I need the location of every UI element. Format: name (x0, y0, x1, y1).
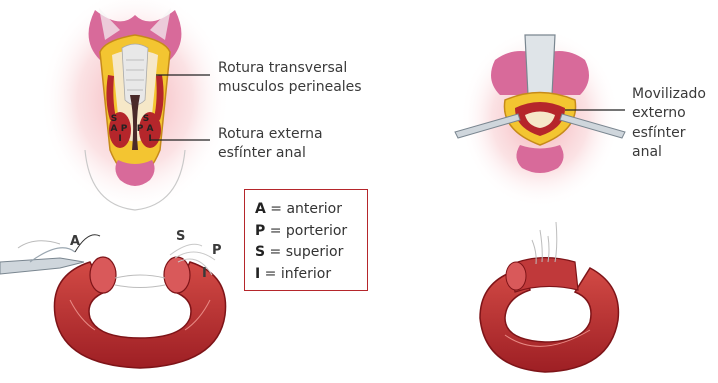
legend-row-superior: S = superior (255, 242, 367, 264)
suture-letter-s: S (176, 229, 185, 244)
segment-right-s: S (143, 114, 149, 124)
segment-right-a: A (147, 124, 154, 134)
suture-letter-i: I (202, 266, 207, 281)
abbreviation-legend: A = anterior P = porterior S = superior … (244, 189, 368, 291)
segment-right-p: P (137, 124, 144, 134)
overlapped-sphincter-ring (480, 222, 618, 372)
suture-letter-p: P (212, 243, 222, 258)
label-movilizado-line2: externo (632, 105, 686, 121)
legend-row-anterior: A = anterior (255, 199, 367, 221)
suture-letter-a: A (70, 234, 80, 249)
torn-sphincter-ring (0, 235, 226, 368)
mobilized-sphincter-illustration (455, 28, 625, 208)
label-rotura-transversal-line1: Rotura transversal (218, 60, 347, 76)
legend-row-posterior: P = porterior (255, 221, 367, 243)
segment-right-i: I (148, 134, 151, 144)
perineal-tear-illustration: S A P I S P A I (40, 0, 230, 212)
label-rotura-externa-line2: esfínter anal (218, 145, 306, 161)
legend-row-inferior: I = inferior (255, 264, 367, 286)
label-movilizado-line1: Movilizado (632, 86, 706, 102)
segment-left-a: A (111, 124, 118, 134)
label-rotura-transversal-line2: musculos perineales (218, 79, 362, 95)
label-rotura-externa-line1: Rotura externa (218, 126, 323, 142)
label-movilizado-line4: anal (632, 144, 662, 160)
segment-left-s: S (111, 114, 117, 124)
segment-left-p: P (121, 124, 128, 134)
label-movilizado-line3: esfínter (632, 125, 686, 141)
segment-left-i: I (118, 134, 121, 144)
